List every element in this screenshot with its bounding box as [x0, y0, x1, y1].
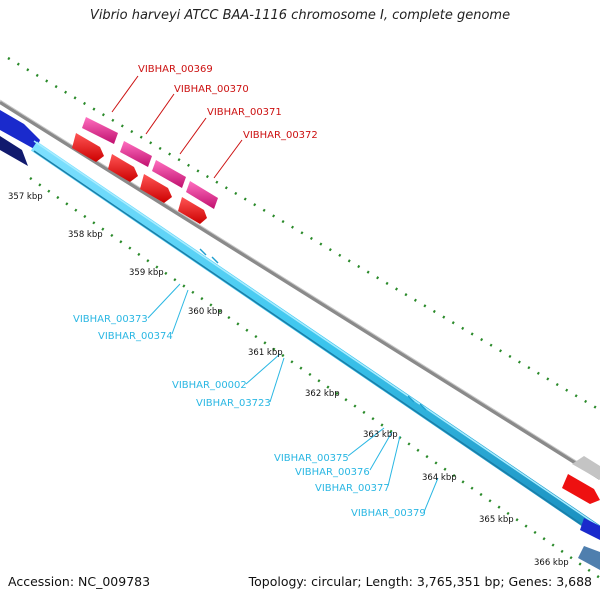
- reverse-gene-marks: [199, 248, 427, 411]
- kbp-label: 361 kbp: [248, 348, 283, 358]
- steel-feature-right: [578, 546, 600, 570]
- kbp-label: 362 kbp: [305, 389, 340, 399]
- kbp-label: 360 kbp: [188, 307, 223, 317]
- forward-leader-lines: [111, 75, 243, 179]
- gene-label-forward[interactable]: VIBHAR_00372: [243, 130, 318, 141]
- reverse-strand-band: [30, 141, 600, 537]
- gene-label-reverse[interactable]: VIBHAR_00377: [315, 483, 390, 494]
- gene-label-reverse[interactable]: VIBHAR_03723: [196, 398, 271, 409]
- navy-feature-left: [0, 136, 28, 166]
- forward-gene-labels: VIBHAR_00369 VIBHAR_00370 VIBHAR_00371 V…: [138, 64, 318, 141]
- blue-feature-right: [580, 518, 600, 540]
- topology-text: Topology: circular; Length: 3,765,351 bp…: [248, 574, 592, 589]
- kbp-label: 366 kbp: [534, 558, 569, 568]
- gene-label-forward[interactable]: VIBHAR_00370: [174, 84, 249, 95]
- gene-label-reverse[interactable]: VIBHAR_00002: [172, 380, 247, 391]
- forward-arrow-2: [108, 154, 138, 182]
- kbp-label: 364 kbp: [422, 473, 457, 483]
- kbp-label: 358 kbp: [68, 230, 103, 240]
- forward-cds-2: [120, 141, 152, 167]
- forward-arrow-4: [178, 197, 207, 224]
- gene-label-reverse[interactable]: VIBHAR_00374: [98, 331, 173, 342]
- forward-cds-4: [186, 181, 218, 209]
- kbp-label: 359 kbp: [129, 268, 164, 278]
- gene-label-reverse[interactable]: VIBHAR_00375: [274, 453, 349, 464]
- forward-arrow-row: [72, 133, 207, 224]
- forward-cds-1: [82, 117, 118, 144]
- kbp-label: 363 kbp: [363, 430, 398, 440]
- forward-cds-3: [152, 160, 186, 188]
- kbp-labels: 357 kbp 358 kbp 359 kbp 360 kbp 361 kbp …: [8, 192, 569, 568]
- reverse-leader-lines: [147, 283, 439, 513]
- forward-cds-row: [82, 117, 218, 209]
- kbp-label: 357 kbp: [8, 192, 43, 202]
- blue-feature-left: [0, 110, 40, 150]
- accession-text: Accession: NC_009783: [8, 574, 151, 589]
- gene-label-forward[interactable]: VIBHAR_00369: [138, 64, 213, 75]
- gene-label-reverse[interactable]: VIBHAR_00376: [295, 467, 370, 478]
- forward-arrow-3: [140, 174, 172, 203]
- forward-arrow-1: [72, 133, 104, 162]
- kbp-label: 365 kbp: [479, 515, 514, 525]
- tick-track-outer: [7, 56, 600, 412]
- gene-label-forward[interactable]: VIBHAR_00371: [207, 107, 282, 118]
- gene-label-reverse[interactable]: VIBHAR_00379: [351, 508, 426, 519]
- tick-track-inner: [29, 176, 600, 580]
- reverse-gene-labels: VIBHAR_00373 VIBHAR_00374 VIBHAR_00002 V…: [73, 314, 426, 519]
- backbone-line: [0, 100, 600, 480]
- map-title: Vibrio harveyi ATCC BAA-1116 chromosome …: [89, 8, 511, 23]
- gray-feature-right: [572, 456, 600, 480]
- gene-label-reverse[interactable]: VIBHAR_00373: [73, 314, 148, 325]
- red-feature-right: [562, 474, 600, 504]
